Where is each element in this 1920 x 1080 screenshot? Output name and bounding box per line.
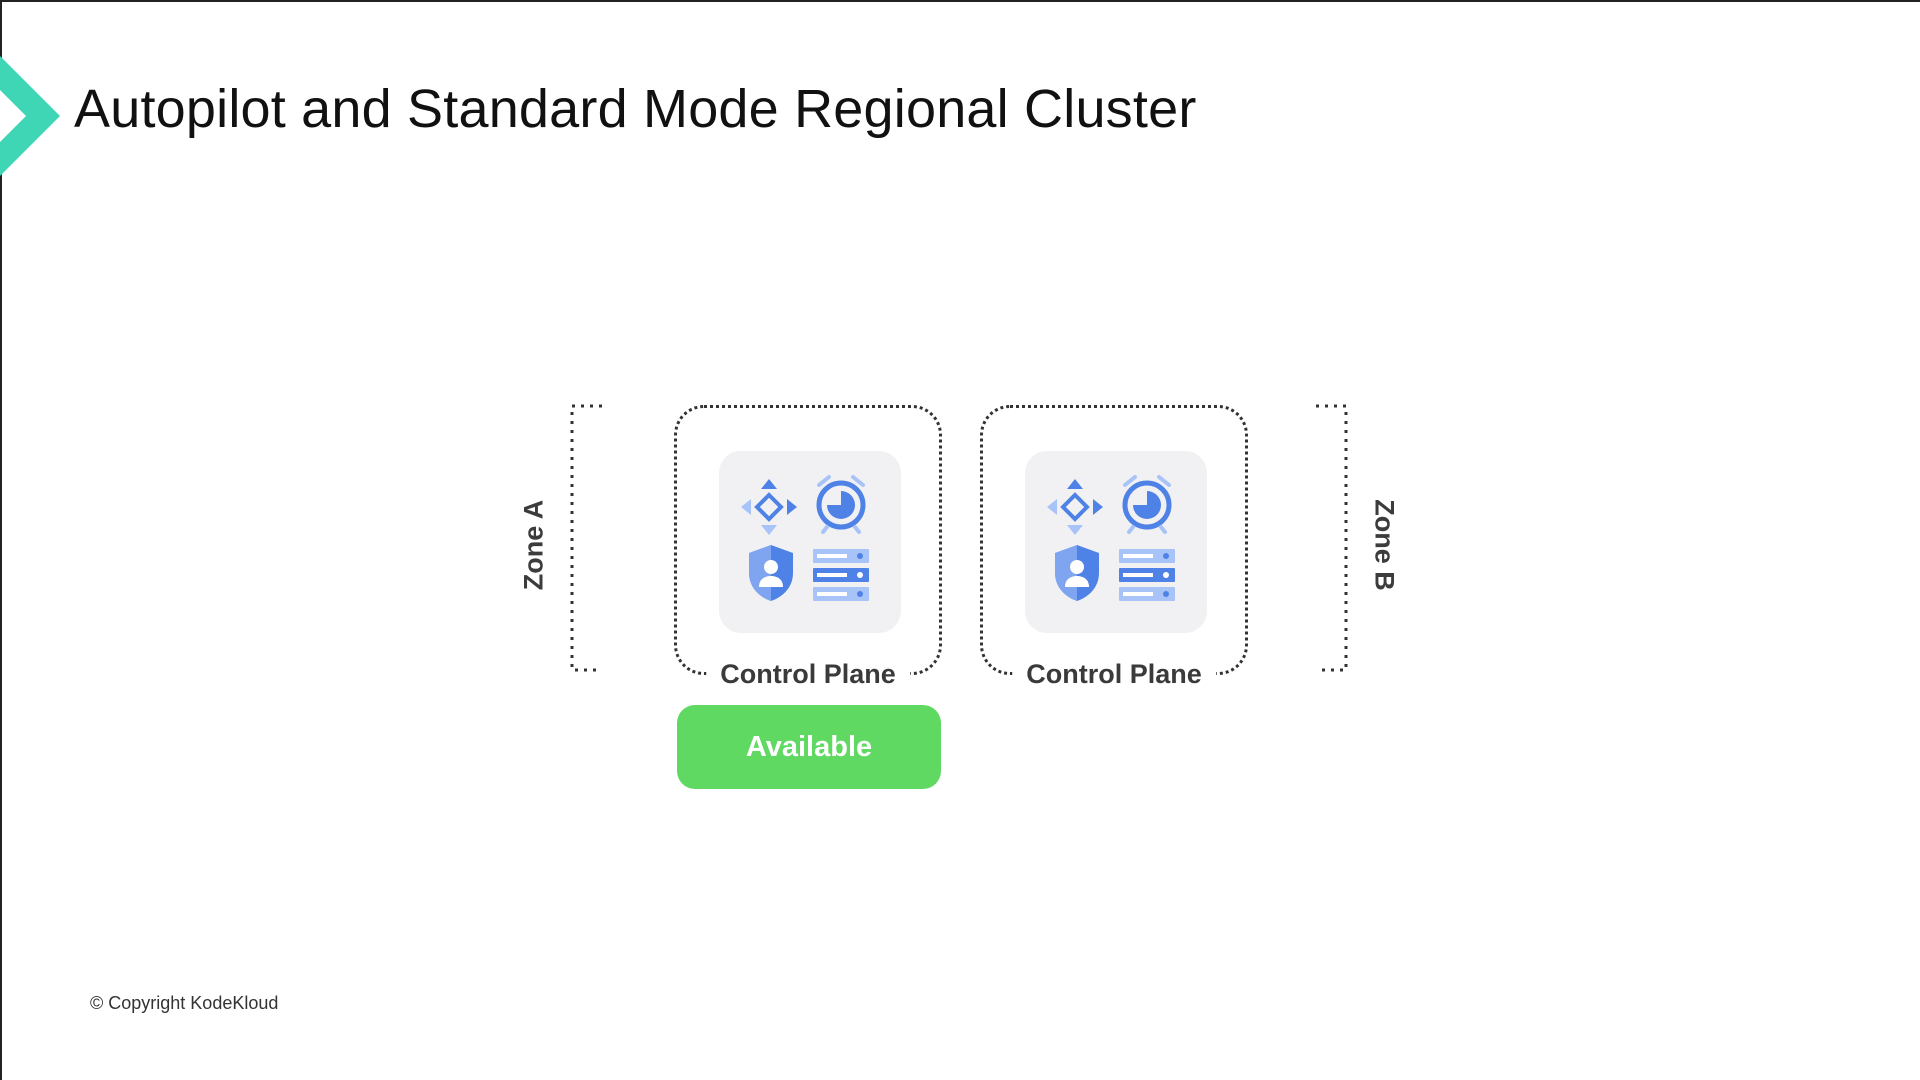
server-rack-icon [1119,549,1175,601]
shield-user-icon [749,545,793,601]
slide-left-border [0,0,2,1080]
control-plane-label: Control Plane [1012,659,1216,690]
copyright-text: © Copyright KodeKloud [90,993,279,1013]
zone-b-label: Zone B [1369,499,1400,591]
shield-user-icon [1055,545,1099,601]
slide-title: Autopilot and Standard Mode Regional Clu… [74,79,1197,139]
title-chevron-icon [0,56,60,176]
server-rack-icon [813,549,869,601]
control-plane-2: Control Plane [980,405,1248,690]
zone-a-bracket [570,404,602,672]
control-plane-icon-tile [719,451,901,633]
zone-b-bracket [1316,404,1348,672]
control-plane-1: Control Plane [674,405,942,690]
control-plane-icon-tile [1025,451,1207,633]
move-arrows-icon [741,479,797,535]
slide-top-border [0,0,1920,2]
alarm-clock-icon [816,475,866,534]
control-plane-label: Control Plane [706,659,910,690]
available-status-badge: Available [677,705,941,789]
alarm-clock-icon [1122,475,1172,534]
move-arrows-icon [1047,479,1103,535]
zone-a-label: Zone A [518,499,549,591]
